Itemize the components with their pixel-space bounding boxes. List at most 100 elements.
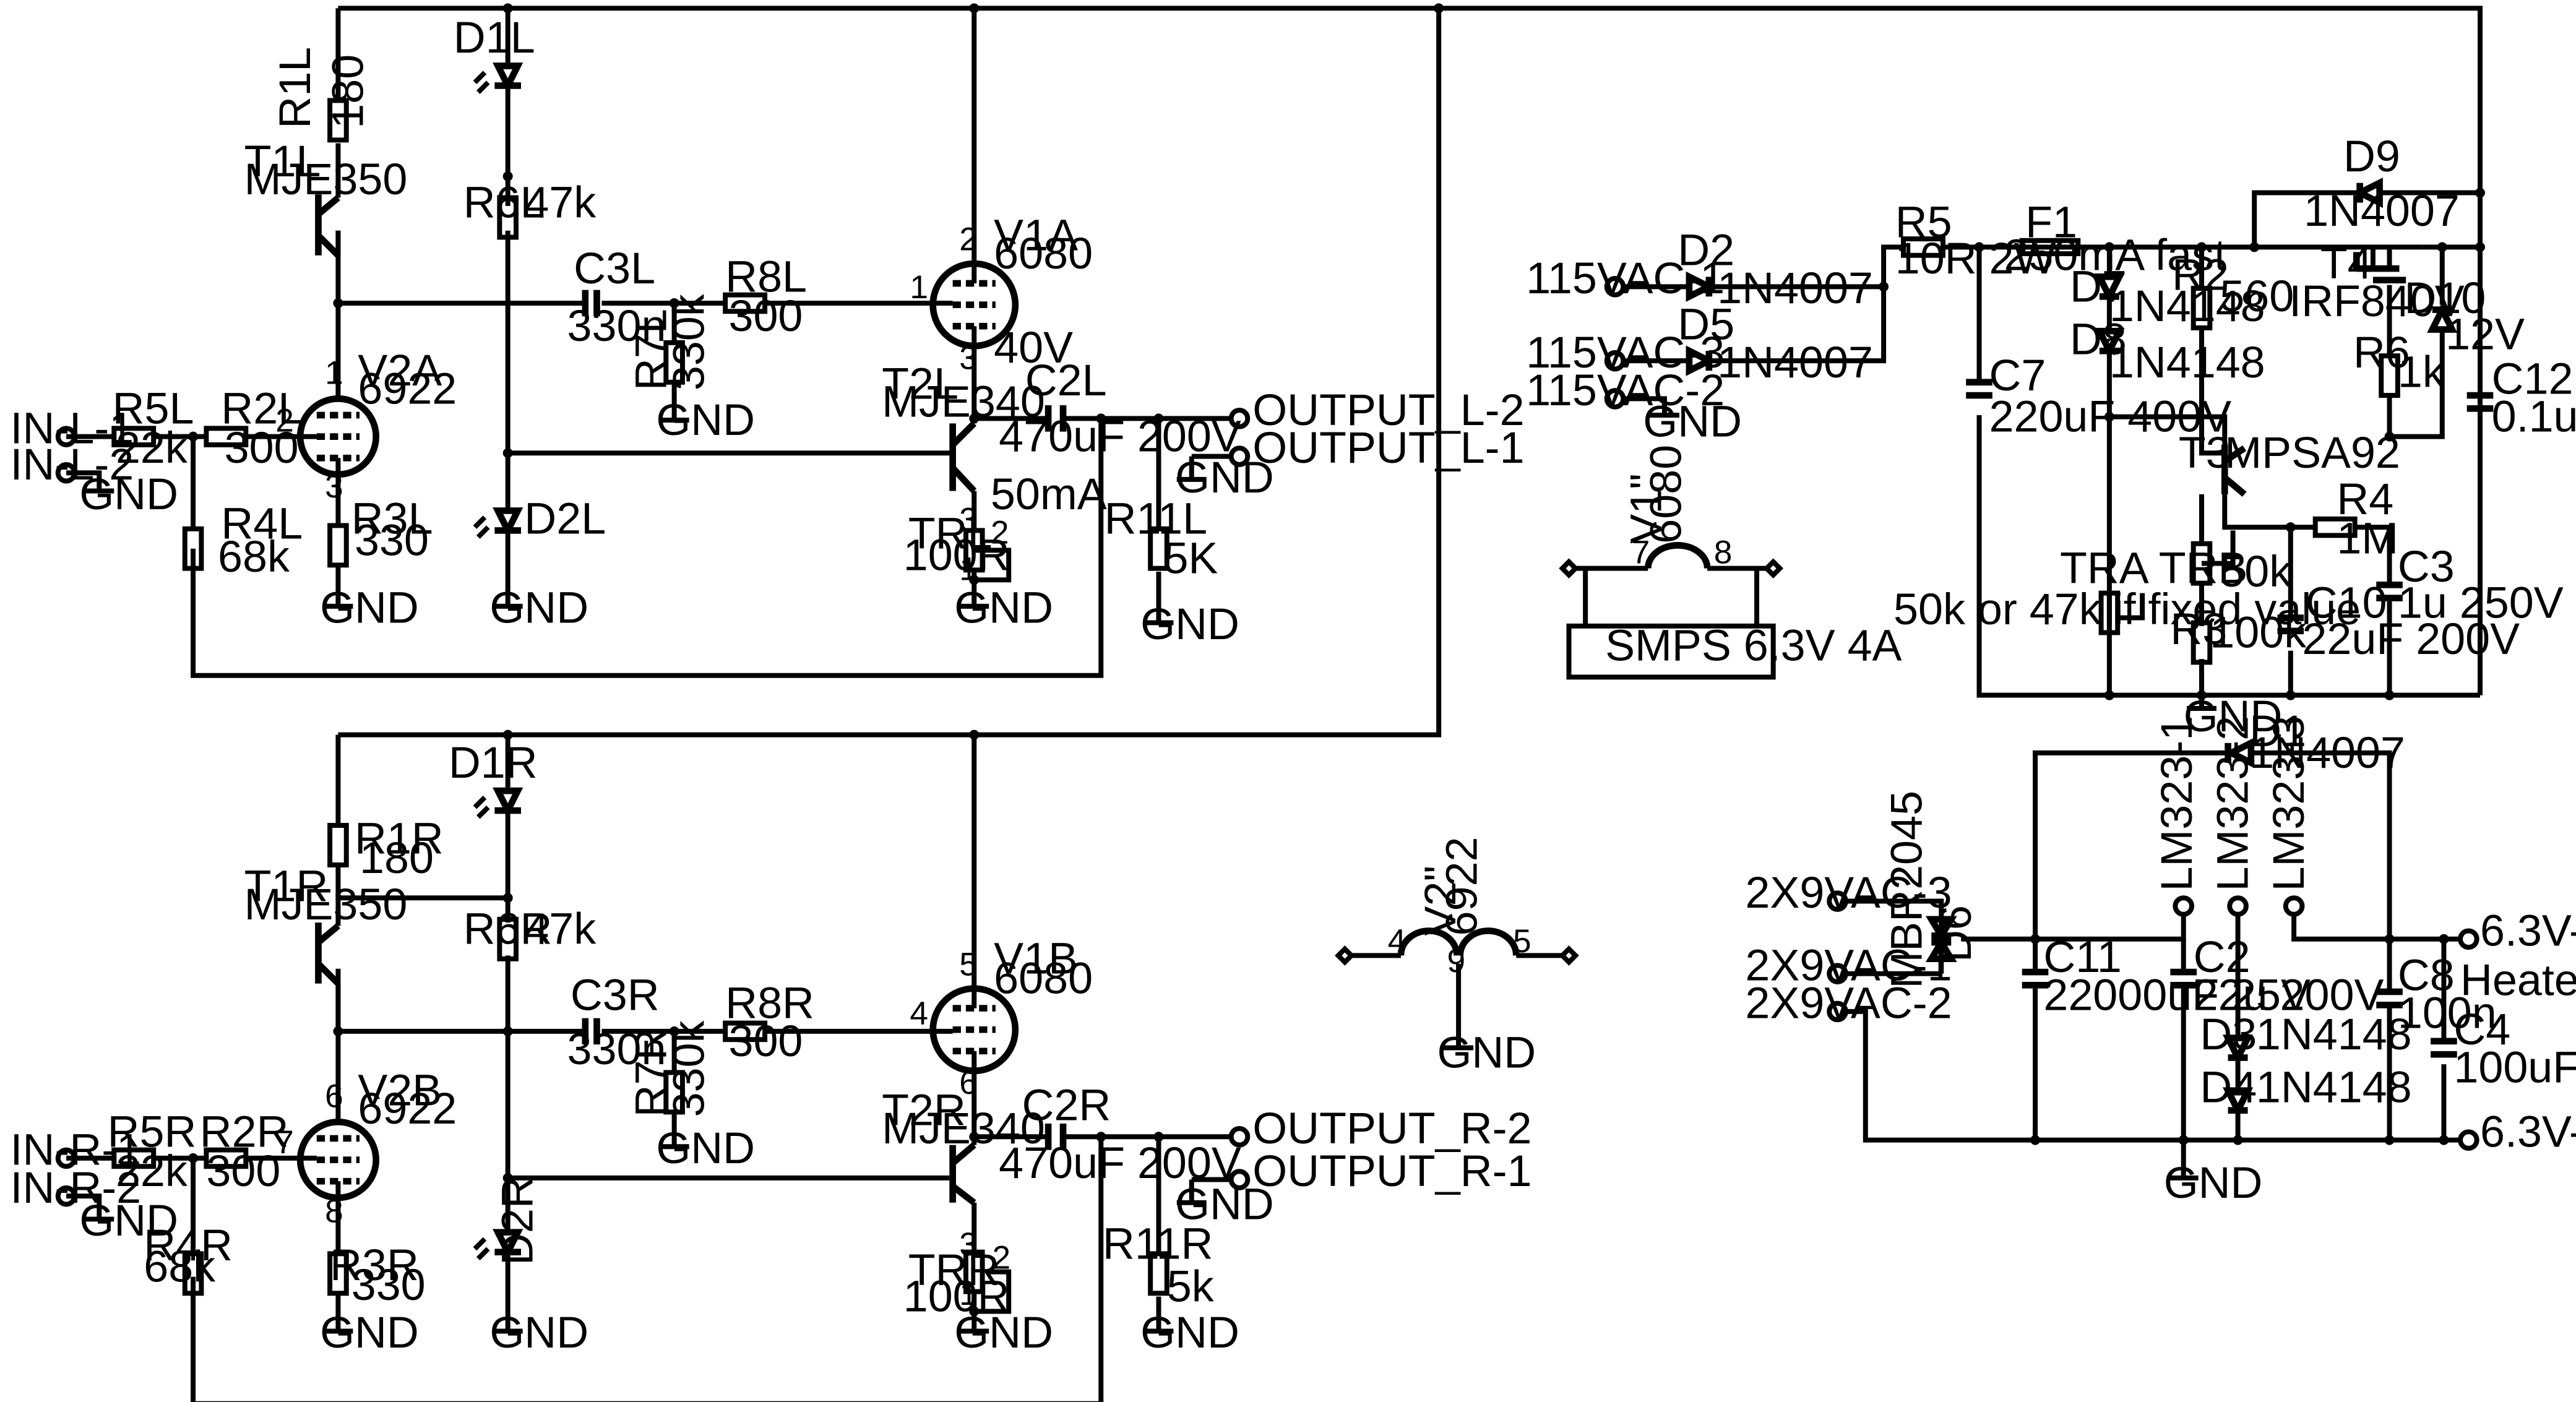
value-d10: 12V xyxy=(2445,310,2525,359)
part-v2a: 6922 xyxy=(358,364,457,413)
label-r8r: R8R xyxy=(725,979,814,1028)
pin: 8 xyxy=(325,1193,343,1230)
port-in-r-1: IN-R-1 xyxy=(11,1125,142,1175)
value-c3: 1u 250V xyxy=(2398,578,2564,628)
value-c4: 100uF 16V xyxy=(2453,1043,2576,1092)
label-v1a: V1A xyxy=(994,211,1078,260)
label-d2r: D2R xyxy=(493,1176,543,1265)
label-r2l: R2L xyxy=(221,384,303,433)
pin: 1 xyxy=(959,551,978,587)
label-t4: T4 xyxy=(2320,239,2372,288)
label-d1r: D1R xyxy=(449,738,538,788)
led-d2l-icon xyxy=(493,507,523,538)
pin: 3 xyxy=(325,468,343,505)
gnd-label: GND xyxy=(656,395,755,445)
value-c2l: 470uF 200V xyxy=(999,412,1241,462)
part-d6: MBR2045 xyxy=(1882,791,1931,989)
value-d8: 1N4148 xyxy=(2109,338,2265,387)
label-d4: D4 xyxy=(2200,1062,2257,1112)
port-in-l-2: IN-L-2 xyxy=(11,440,134,489)
port-output-r-1: OUTPUT_R-1 xyxy=(1252,1146,1531,1196)
label-c4: C4 xyxy=(2453,1005,2510,1054)
part-t4: IRF840V xyxy=(2289,277,2465,326)
label-r5r: R5R xyxy=(108,1107,197,1156)
heater-v1: SMPS 6.3V 4A V1" 6080 7 8 xyxy=(1559,445,1902,680)
label-d8: D8 xyxy=(2070,314,2127,364)
value-c10: 22uF 200V xyxy=(2302,614,2520,664)
pin: 7 xyxy=(275,1124,294,1161)
pnp-transistor-t1l-icon xyxy=(315,194,341,258)
value-r5: 10R 2W xyxy=(1895,234,2056,283)
label-t3: T3 xyxy=(2179,428,2231,478)
gnd-label: GND xyxy=(954,1308,1053,1357)
pin: 6 xyxy=(959,1065,978,1101)
port-6-3v-2: 6.3V-2 xyxy=(2480,1107,2576,1156)
part-v1-heater: 6080 xyxy=(1642,445,1691,544)
value-r4: 1M xyxy=(2337,514,2398,564)
pin: 2 xyxy=(275,403,294,439)
gnd-label: GND xyxy=(489,1308,588,1357)
label-c3: C3 xyxy=(2398,542,2455,591)
value-r4r: 68k xyxy=(144,1242,216,1292)
pin: 8 xyxy=(1714,535,1733,571)
part-v1b: 6080 xyxy=(994,954,1093,1004)
label-d2l: D2L xyxy=(524,494,606,544)
value-r3l: 330 xyxy=(355,515,429,565)
label-r4: R4 xyxy=(2337,475,2393,524)
part-t3: MPSA92 xyxy=(2225,428,2400,478)
label-r3: R3 xyxy=(2170,604,2227,654)
label-c3r: C3R xyxy=(571,970,660,1020)
label-c2: C2 xyxy=(2194,932,2251,982)
value-r7l: 330k xyxy=(665,293,714,390)
note-50ma: 50mA xyxy=(991,470,1107,519)
part-v2-heater: 6922 xyxy=(1437,837,1486,936)
value-r3r: 330 xyxy=(351,1260,426,1310)
gnd-label: GND xyxy=(320,583,419,633)
value-f1: 250mA fast xyxy=(2004,231,2226,280)
label-d2: D2 xyxy=(1678,226,1734,275)
part-t1r: MJE350 xyxy=(244,880,408,929)
label-r3l: R3L xyxy=(351,494,433,544)
value-r3: 100k xyxy=(2210,608,2307,657)
label-r6l: R6L xyxy=(463,178,545,227)
value-c12: 0.1u 250V xyxy=(2492,392,2576,442)
label-t1r: T1R xyxy=(244,862,329,911)
value-d3: 1N4148 xyxy=(2256,1010,2412,1059)
value-d7: 1N4148 xyxy=(2109,282,2265,331)
note-tra: 50k or 47k if fixed value xyxy=(1893,585,2361,634)
label-v1b: V1B xyxy=(994,934,1078,984)
value-c8: 100n xyxy=(2398,989,2497,1038)
pin: 2 xyxy=(991,515,1009,551)
label-d6: D6 xyxy=(1931,905,1981,962)
part-t2r: MJE340 xyxy=(882,1104,1045,1153)
label-smps: SMPS 6.3V 4A xyxy=(1605,621,1902,671)
label-r4l: R4L xyxy=(221,499,303,549)
gnd-label: GND xyxy=(2184,692,2283,741)
value-r11r: 5k xyxy=(1167,1262,1215,1312)
value-c7: 220uF 400V xyxy=(1989,392,2232,442)
hv-supply: 115VAC-1 115VAC-3 115VAC-2 D2 1N4007 D5 … xyxy=(1526,132,2576,741)
value-r11l: 5K xyxy=(1163,534,1218,583)
value-r1r: 180 xyxy=(360,833,434,883)
gnd-label: GND xyxy=(1140,1308,1239,1357)
gnd-label: GND xyxy=(79,1196,178,1245)
port-lm323-3: LM323-3 xyxy=(2264,716,2314,892)
label-trb: TRB xyxy=(2159,544,2248,593)
label-v1-heater: V1" xyxy=(1622,473,1671,543)
label-c12: C12 xyxy=(2492,354,2574,403)
value-c2: 22u 200V xyxy=(2194,970,2384,1020)
label-r2: R2 xyxy=(2172,251,2229,300)
pin: 3 xyxy=(959,1226,978,1263)
port-in-r-2: IN-R-2 xyxy=(11,1163,142,1213)
heater-v2: V2" 6922 4 5 9 GND xyxy=(1335,837,1579,1077)
value-d4: 1N4148 xyxy=(2256,1062,2412,1112)
gnd-label: GND xyxy=(1643,397,1742,447)
value-r5r: 22k xyxy=(116,1146,188,1196)
value-trr: 100R xyxy=(903,1272,1010,1322)
label-v2b: V2B xyxy=(358,1066,442,1116)
label-r5l: R5L xyxy=(113,384,194,433)
label-r1l: R1L xyxy=(270,47,320,129)
value-trb: 50k xyxy=(2220,547,2292,596)
value-d9: 1N4007 xyxy=(2304,186,2460,236)
label-r2r: R2R xyxy=(200,1107,289,1156)
